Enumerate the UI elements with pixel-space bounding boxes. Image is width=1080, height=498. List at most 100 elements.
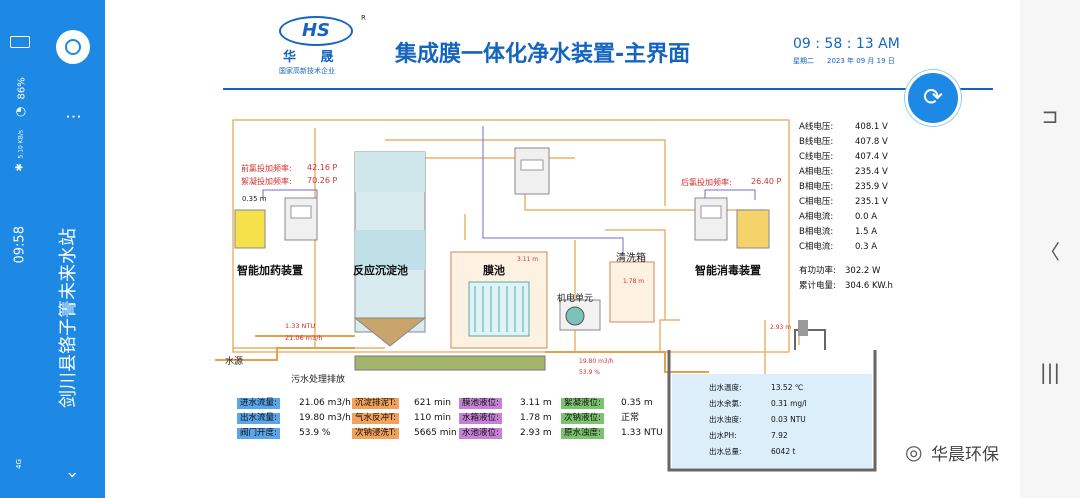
- power-value: 0.3 A: [855, 242, 878, 252]
- output-value: 0.31 mg/l: [771, 399, 807, 408]
- company-logo: HS R 华 晟 国家高新技术企业: [273, 14, 373, 78]
- pool-level-reading: 2.93 m: [770, 324, 792, 331]
- output-label: 出水PH:: [709, 431, 737, 440]
- power-label: C相电压:: [799, 197, 834, 207]
- power-value: 408.1 V: [855, 122, 888, 132]
- post-chlorine-label: 后氯投加频率:: [681, 178, 732, 187]
- disinfect-tank: [736, 209, 770, 249]
- water-source-label: 水源: [225, 357, 244, 367]
- hmi-screen: HS R 华 晟 国家高新技术企业 集成膜一体化净水装置-主界面 09 : 58…: [105, 0, 1020, 498]
- status-label: 絮凝液位:: [561, 398, 604, 409]
- status-label: 阀门开度:: [237, 428, 280, 439]
- inlet-turbidity: 1.33 NTU: [285, 322, 316, 330]
- dosing-tank: [234, 209, 266, 249]
- membrane-level-reading: 3.11 m: [517, 256, 539, 263]
- pre-chlorine-value: 42.16 P: [307, 163, 338, 172]
- power-label: B线电压:: [799, 137, 834, 147]
- recents-icon[interactable]: ⊐: [1041, 104, 1059, 128]
- power-label: A相电流:: [799, 212, 834, 222]
- status-value: 0.35 m: [621, 398, 653, 408]
- battery-percent: 86%: [16, 77, 28, 100]
- energy-label: 累计电量:: [799, 281, 836, 291]
- power-value: 407.4 V: [855, 152, 888, 162]
- app-title: 剑川县铬子箐未来水站: [58, 228, 79, 408]
- membrane-label: 膜池: [483, 264, 505, 277]
- page-title: 集成膜一体化净水装置-主界面: [395, 42, 691, 67]
- power-value: 235.9 V: [855, 182, 888, 192]
- status-value: 1.78 m: [520, 413, 552, 423]
- signal-label: 4G: [15, 459, 23, 469]
- power-value: 407.8 V: [855, 137, 888, 147]
- logo-cn: 华 晟: [283, 50, 344, 65]
- status-value: 正常: [621, 413, 640, 423]
- status-value: 621 min: [414, 398, 452, 408]
- status-value: 21.06 m3/h: [299, 398, 351, 408]
- power-value: 235.1 V: [855, 197, 888, 207]
- process-diagram: [215, 119, 877, 472]
- sewage-label: 污水处理排放: [291, 375, 346, 385]
- status-label: 水池液位:: [459, 428, 502, 439]
- dosing-unit-label: 智能加药装置: [237, 264, 303, 277]
- outlet-flow-reading: 19.80 m3/h: [579, 358, 614, 365]
- energy-label: 有功功率:: [799, 266, 836, 276]
- output-label: 出水浊度:: [709, 415, 742, 424]
- sedimentation-label: 反应沉淀池: [353, 264, 408, 277]
- clean-tank: [609, 261, 655, 323]
- output-value: 13.52 ℃: [771, 383, 804, 392]
- battery-icon: [10, 36, 30, 48]
- wechat-icon: ◎: [905, 440, 923, 464]
- inlet-flow: 21.06 m3/h: [285, 334, 323, 342]
- watermark: 华晨环保: [931, 445, 999, 465]
- record-button[interactable]: [56, 30, 90, 64]
- output-label: 出水温度:: [709, 383, 742, 392]
- power-label: A相电压:: [799, 167, 834, 177]
- output-panel: 出水温度: 13.52 ℃ 出水余氯: 0.31 mg/l 出水浊度: 0.03 NTU 出…: [709, 382, 869, 466]
- output-value: 6042 t: [771, 447, 796, 456]
- status-value: 110 min: [414, 413, 452, 423]
- power-value: 0.0 A: [855, 212, 878, 222]
- post-chlorine-value: 26.40 P: [751, 177, 782, 186]
- refresh-icon: ⟳: [922, 83, 944, 111]
- menu-icon[interactable]: |||: [1039, 360, 1061, 384]
- status-value: 3.11 m: [520, 398, 552, 408]
- status-time: 09:58: [12, 226, 28, 264]
- clean-level-reading: 1.78 m: [623, 278, 645, 285]
- output-label: 出水总量:: [709, 447, 742, 456]
- logo-sub: 国家高新技术企业: [279, 67, 335, 75]
- home-icon[interactable]: 〈: [1040, 240, 1060, 264]
- logo-mark: HS: [279, 16, 353, 46]
- weekday: 星期二: [793, 57, 814, 65]
- status-label: 次钠液位:: [561, 413, 604, 424]
- flocculant-label: 絮凝投加频率:: [241, 177, 292, 186]
- output-value: 0.03 NTU: [771, 415, 806, 424]
- status-label: 沉淀排泥T:: [352, 398, 400, 409]
- clean-tank-label: 清洗箱: [616, 253, 646, 264]
- power-value: 1.5 A: [855, 227, 878, 237]
- more-options-icon[interactable]: ⋮: [63, 108, 83, 125]
- power-label: C线电压:: [799, 152, 834, 162]
- registered-mark: R: [361, 14, 366, 22]
- output-value: 7.92: [771, 431, 788, 440]
- flocculant-value: 70.26 P: [307, 176, 338, 185]
- status-label: 出水流量:: [237, 413, 280, 424]
- refresh-button[interactable]: ⟳: [905, 70, 961, 126]
- power-panel: A线电压: 408.1 V B线电压: 407.8 V C线电压: 407.4 V A相电压…: [799, 122, 919, 302]
- status-label: 次钠浸洗T:: [352, 428, 400, 439]
- dosing-tank-level: 0.35 m: [242, 195, 267, 203]
- status-label: 水箱液位:: [459, 413, 502, 424]
- status-value: 2.93 m: [520, 428, 552, 438]
- power-label: A线电压:: [799, 122, 834, 132]
- power-label: C相电流:: [799, 242, 834, 252]
- power-value: 235.4 V: [855, 167, 888, 177]
- back-chevron-icon[interactable]: ‹: [61, 471, 83, 479]
- power-label: B相电压:: [799, 182, 834, 192]
- power-label: B相电流:: [799, 227, 834, 237]
- output-label: 出水余氯:: [709, 399, 742, 408]
- status-value: 5665 min: [414, 428, 457, 438]
- status-value: 19.80 m3/h: [299, 413, 351, 423]
- date: 2023 年 09 月 19 日: [827, 57, 895, 65]
- disinfect-label: 智能消毒装置: [695, 264, 761, 277]
- status-label: 气水反冲T:: [352, 413, 400, 424]
- clock: 09 : 58 : 13 AM: [793, 36, 900, 52]
